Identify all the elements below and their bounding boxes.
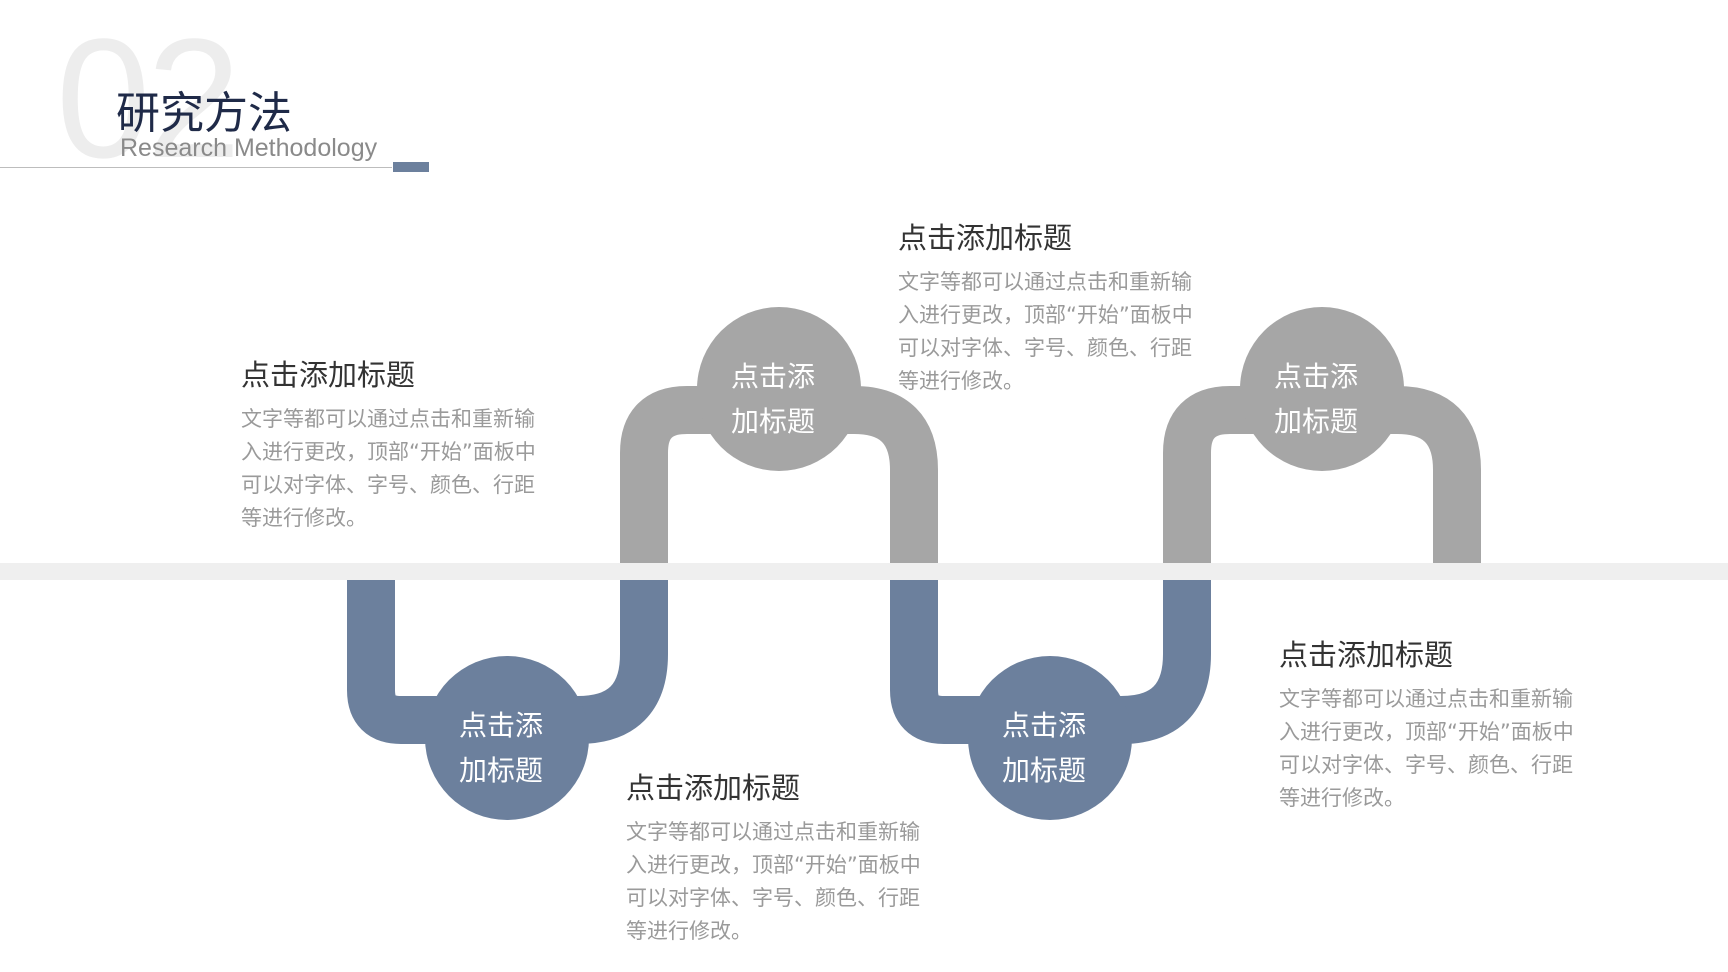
node-1-circle [425, 656, 589, 820]
text-block-4-body: 文字等都可以通过点击和重新输入进行更改，顶部“开始”面板中可以对字体、字号、颜色… [1279, 686, 1574, 810]
node-4-label: 点击添 加标题 [1231, 354, 1401, 444]
text-block-2-body: 文字等都可以通过点击和重新输入进行更改，顶部“开始”面板中可以对字体、字号、颜色… [626, 819, 921, 943]
node-2-circle [697, 307, 861, 471]
header-accent-bar [393, 162, 429, 172]
timeline-baseline [0, 563, 1728, 580]
node-1-label-line1: 点击添 [458, 709, 543, 742]
header-divider [0, 167, 392, 168]
page-subtitle: Research Methodology [120, 134, 378, 162]
text-block-3-title: 点击添加标题 [898, 221, 1073, 255]
text-block-2-title: 点击添加标题 [626, 771, 801, 805]
text-block-4-title: 点击添加标题 [1279, 638, 1454, 672]
section-number-watermark: 02 [56, 4, 241, 194]
text-block-1-body: 文字等都可以通过点击和重新输入进行更改，顶部“开始”面板中可以对字体、字号、颜色… [241, 406, 536, 530]
node-2-label-line2: 加标题 [730, 405, 815, 438]
text-block-4: 点击添加标题 文字等都可以通过点击和重新输入进行更改，顶部“开始”面板中可以对字… [1279, 638, 1599, 815]
node-4-circle [1240, 307, 1404, 471]
node-1-label: 点击添 加标题 [416, 703, 586, 793]
text-block-3-body: 文字等都可以通过点击和重新输入进行更改，顶部“开始”面板中可以对字体、字号、颜色… [898, 269, 1193, 393]
page-title: 研究方法 [116, 88, 292, 139]
node-2-label: 点击添 加标题 [688, 354, 858, 444]
text-block-2: 点击添加标题 文字等都可以通过点击和重新输入进行更改，顶部“开始”面板中可以对字… [626, 771, 946, 948]
text-block-1: 点击添加标题 文字等都可以通过点击和重新输入进行更改，顶部“开始”面板中可以对字… [241, 358, 561, 535]
node-3-circle [968, 656, 1132, 820]
node-3-label: 点击添 加标题 [959, 703, 1129, 793]
node-4-label-line1: 点击添 [1273, 360, 1358, 393]
node-3-label-line2: 加标题 [1001, 754, 1086, 787]
node-3-label-line1: 点击添 [1001, 709, 1086, 742]
node-4-label-line2: 加标题 [1273, 405, 1358, 438]
text-block-3: 点击添加标题 文字等都可以通过点击和重新输入进行更改，顶部“开始”面板中可以对字… [898, 221, 1218, 398]
node-1-label-line2: 加标题 [458, 754, 543, 787]
text-block-1-title: 点击添加标题 [241, 358, 416, 392]
node-2-label-line1: 点击添 [730, 360, 815, 393]
